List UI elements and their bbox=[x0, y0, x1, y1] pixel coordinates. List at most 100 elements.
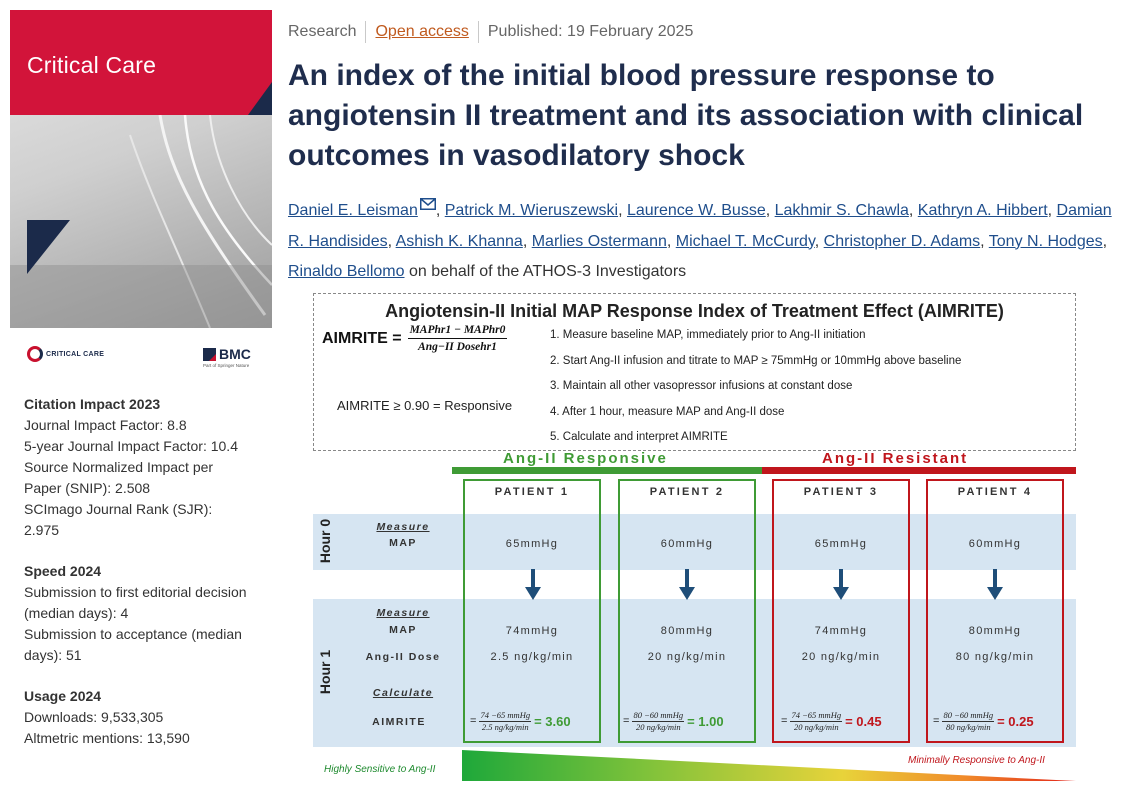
aimrite-definition-box: Angiotensin-II Initial MAP Response Inde… bbox=[313, 293, 1076, 451]
critical-care-logo[interactable]: CRITICAL CARE bbox=[27, 346, 104, 362]
calc-fraction: 80 −60 mmHg 80 ng/kg/min bbox=[942, 710, 995, 732]
author-link[interactable]: Michael T. McCurdy bbox=[675, 232, 815, 250]
author-link[interactable]: Christopher D. Adams bbox=[823, 232, 981, 250]
hour1-label: Hour 1 bbox=[317, 649, 334, 695]
citation-impact-block: Citation Impact 2023 Journal Impact Fact… bbox=[24, 394, 249, 541]
protocol-steps: 1. Measure baseline MAP, immediately pri… bbox=[550, 329, 961, 457]
cover-photo bbox=[10, 115, 272, 328]
map0-value: 65mmHg bbox=[814, 538, 868, 550]
patient-4-box bbox=[926, 479, 1064, 743]
dose-value: 20 ng/kg/min bbox=[647, 651, 727, 663]
email-icon[interactable] bbox=[419, 198, 436, 210]
calc-numerator: 74 −65 mmHg bbox=[479, 710, 532, 722]
group-responsive-label: Ang-II Responsive bbox=[503, 450, 668, 467]
calc-numerator: 74 −65 mmHg bbox=[790, 710, 843, 722]
cover-triangle-decoration bbox=[27, 220, 70, 274]
down-arrow-icon bbox=[679, 569, 695, 600]
protocol-step: 5. Calculate and interpret AIMRITE bbox=[550, 431, 728, 443]
metric-line: Submission to acceptance (median days): … bbox=[24, 626, 242, 663]
author-link[interactable]: Kathryn A. Hibbert bbox=[917, 202, 1048, 219]
calc-fraction: 74 −65 mmHg 2.5 ng/kg/min bbox=[479, 710, 532, 732]
metric-line: 5-year Journal Impact Factor: 10.4 bbox=[24, 438, 238, 454]
protocol-step: 3. Maintain all other vasopressor infusi… bbox=[550, 380, 853, 392]
author-link[interactable]: Patrick M. Wieruszewski bbox=[444, 202, 619, 219]
map1-value: 80mmHg bbox=[660, 625, 714, 637]
patient-2-box bbox=[618, 479, 756, 743]
author-link[interactable]: Tony N. Hodges bbox=[988, 232, 1103, 250]
map-label: MAP bbox=[389, 624, 417, 636]
article-title: An index of the initial blood pressure r… bbox=[288, 59, 1084, 172]
aimrite-result: = 0.45 bbox=[845, 713, 882, 729]
equals-sign: = bbox=[933, 715, 940, 727]
critical-care-logo-text: CRITICAL CARE bbox=[46, 350, 105, 358]
metric-line: Source Normalized Impact per Paper (SNIP… bbox=[24, 459, 214, 496]
map0-value: 60mmHg bbox=[968, 538, 1022, 550]
formula-numerator: MAPhr1 − MAPhr0 bbox=[407, 324, 508, 339]
aimrite-formula: AIMRITE = MAPhr1 − MAPhr0 Ang−II Dosehr1 bbox=[322, 324, 508, 353]
patient-header: PATIENT 1 bbox=[494, 486, 570, 498]
dose-value: 20 ng/kg/min bbox=[801, 651, 881, 663]
open-access-link[interactable]: Open access bbox=[375, 23, 469, 40]
map1-value: 74mmHg bbox=[814, 625, 868, 637]
map1-value: 80mmHg bbox=[968, 625, 1022, 637]
measure-label: Measure bbox=[376, 607, 430, 619]
journal-cover[interactable]: Critical Care bbox=[10, 10, 272, 328]
cover-triangle-decoration bbox=[248, 82, 272, 115]
dose-value: 2.5 ng/kg/min bbox=[490, 651, 574, 663]
metric-line: Journal Impact Factor: 8.8 bbox=[24, 417, 187, 433]
measure-label: Measure bbox=[376, 521, 430, 533]
meta-divider bbox=[365, 21, 367, 43]
metric-line: Downloads: 9,533,305 bbox=[24, 709, 164, 725]
calc-denominator: 20 ng/kg/min bbox=[793, 722, 839, 732]
equals-sign: = bbox=[781, 715, 788, 727]
author-link[interactable]: Ashish K. Khanna bbox=[395, 232, 523, 250]
bmc-logo-text: BMC bbox=[219, 346, 251, 362]
patient-header: PATIENT 4 bbox=[957, 486, 1033, 498]
bmc-logo[interactable]: BMC Part of Springer Nature bbox=[203, 346, 251, 368]
hour1-band bbox=[313, 599, 1076, 747]
meta-divider bbox=[477, 21, 479, 43]
author-list: Daniel E. Leisman, Patrick M. Wieruszews… bbox=[288, 196, 1118, 288]
down-arrow-icon bbox=[987, 569, 1003, 600]
formula-fraction: MAPhr1 − MAPhr0 Ang−II Dosehr1 bbox=[407, 324, 508, 353]
calc-fraction: 80 −60 mmHg 20 ng/kg/min bbox=[632, 710, 685, 732]
metric-line: Submission to first editorial decision (… bbox=[24, 584, 247, 621]
down-arrow-icon bbox=[833, 569, 849, 600]
group-responsive-bar bbox=[452, 467, 762, 474]
calc-denominator: 20 ng/kg/min bbox=[635, 722, 681, 732]
journal-metrics: Citation Impact 2023 Journal Impact Fact… bbox=[24, 394, 249, 769]
formula-lhs: AIMRITE = bbox=[322, 329, 402, 347]
author-link[interactable]: Rinaldo Bellomo bbox=[288, 263, 405, 280]
cover-title: Critical Care bbox=[27, 52, 157, 78]
published-date: Published: 19 February 2025 bbox=[487, 23, 694, 40]
aimrite-calc: = 74 −65 mmHg 20 ng/kg/min = 0.45 bbox=[781, 710, 882, 732]
aimrite-label: AIMRITE bbox=[372, 716, 426, 728]
author-link[interactable]: Laurence W. Busse bbox=[626, 202, 766, 219]
map0-value: 60mmHg bbox=[660, 538, 714, 550]
metric-line: Altmetric mentions: 13,590 bbox=[24, 730, 190, 746]
article-type: Research bbox=[288, 23, 357, 40]
author-link[interactable]: Marlies Ostermann bbox=[531, 232, 667, 250]
aimrite-result: = 3.60 bbox=[534, 713, 571, 729]
bmc-logo-icon bbox=[203, 347, 216, 361]
scale-left-label: Highly Sensitive to Ang-II bbox=[324, 764, 436, 775]
author-link[interactable]: Damian R. Handisides bbox=[288, 202, 1112, 250]
map-label: MAP bbox=[389, 537, 417, 549]
protocol-step: 2. Start Ang-II infusion and titrate to … bbox=[550, 354, 962, 367]
author-link[interactable]: Daniel E. Leisman bbox=[288, 202, 418, 219]
map1-value: 74mmHg bbox=[505, 625, 559, 637]
protocol-step: 4. After 1 hour, measure MAP and Ang-II … bbox=[550, 405, 785, 418]
map0-value: 65mmHg bbox=[505, 538, 559, 550]
usage-heading: Usage 2024 bbox=[24, 688, 102, 704]
equals-sign: = bbox=[623, 715, 630, 727]
author-link[interactable]: Lakhmir S. Chawla bbox=[774, 202, 909, 219]
aimrite-calc: = 74 −65 mmHg 2.5 ng/kg/min = 3.60 bbox=[470, 710, 571, 732]
dose-label: Ang-II Dose bbox=[365, 651, 441, 663]
bmc-logo-subtitle: Part of Springer Nature bbox=[203, 363, 250, 368]
calculate-label: Calculate bbox=[372, 687, 434, 699]
patient-3-box bbox=[772, 479, 910, 743]
patient-1-box bbox=[463, 479, 601, 743]
article-meta: Research Open access Published: 19 Febru… bbox=[288, 21, 693, 43]
critical-care-logo-icon bbox=[27, 346, 43, 362]
aimrite-calc: = 80 −60 mmHg 80 ng/kg/min = 0.25 bbox=[933, 710, 1034, 732]
